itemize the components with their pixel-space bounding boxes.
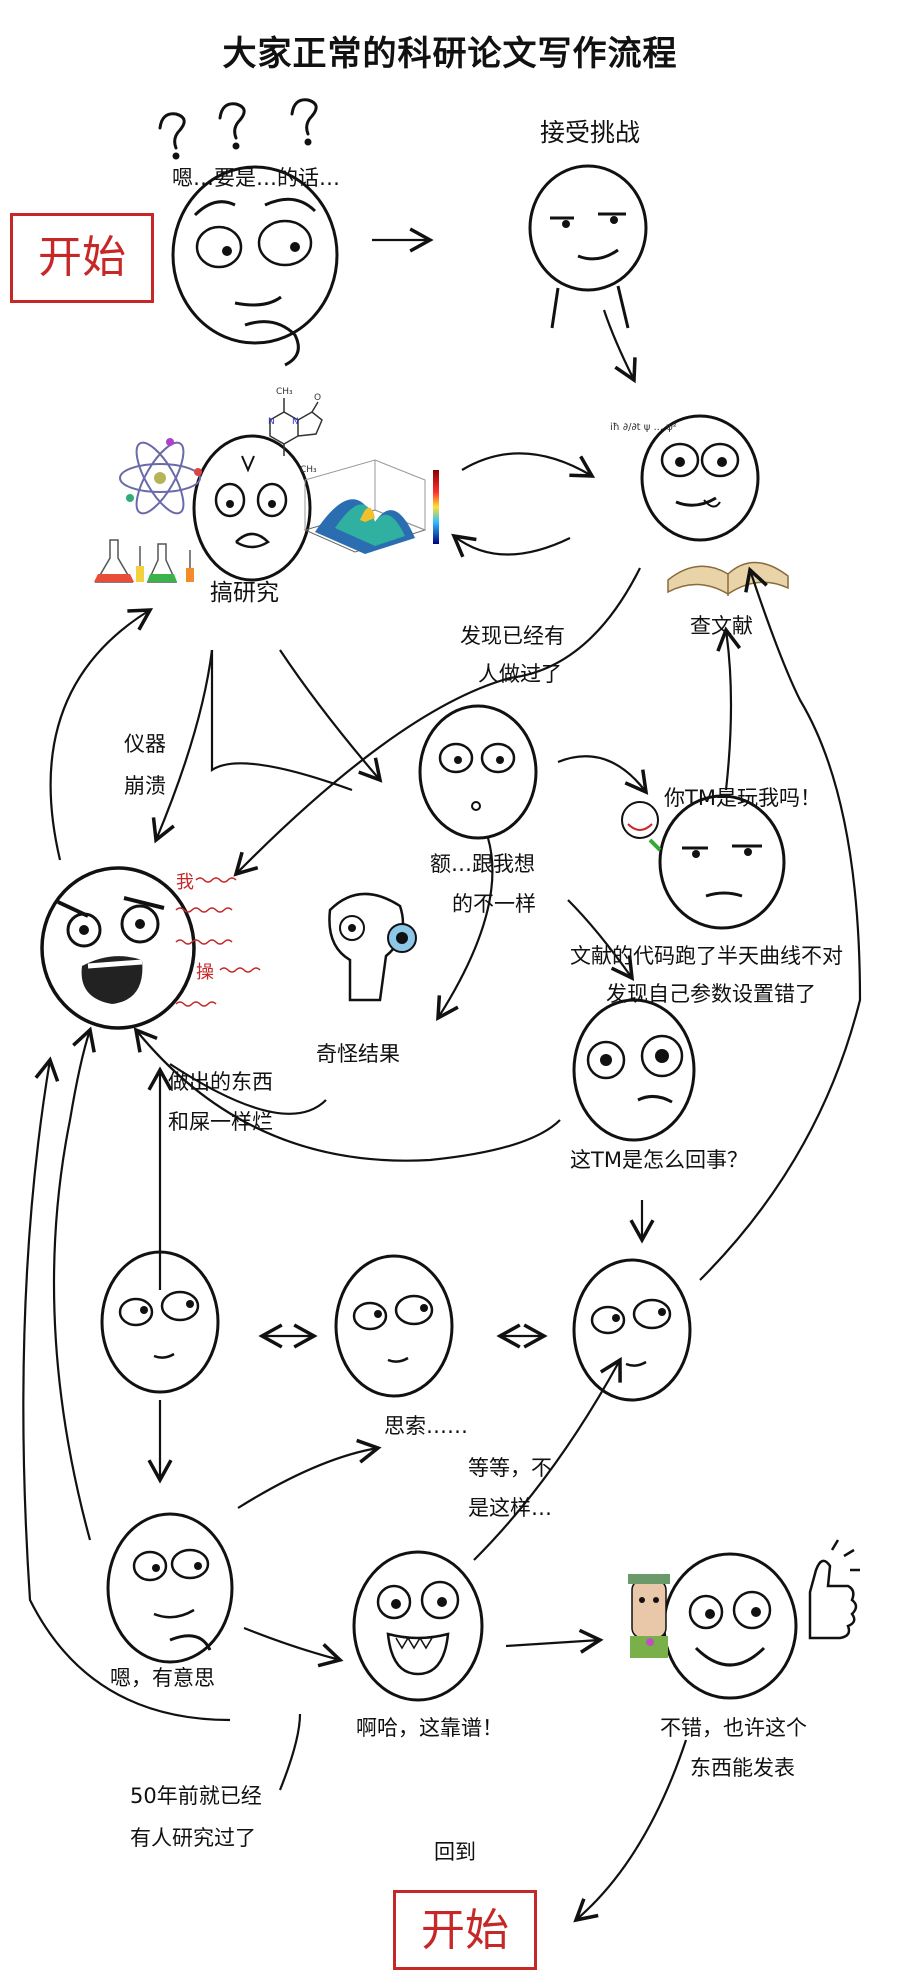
flow-arrows <box>22 227 862 1923</box>
surface-plot-icon <box>303 459 439 554</box>
label-rage-cao: 操 <box>196 962 214 983</box>
start-box-bottom: 开始 <box>393 1890 537 1970</box>
label-not-bad-2: 东西能发表 <box>690 1756 795 1780</box>
label-accept-challenge: 接受挑战 <box>540 118 641 147</box>
excited-face-icon <box>352 1550 484 1702</box>
open-book-icon <box>667 561 789 596</box>
label-crap-1: 做出的东西 <box>168 1070 273 1094</box>
pondering-face-left-icon <box>100 1250 220 1394</box>
challenge-accepted-face-icon <box>528 164 648 329</box>
happy-face-icon <box>662 1552 798 1700</box>
atom-icon <box>119 438 202 515</box>
label-found-done-2: 人做过了 <box>478 662 562 686</box>
shocked-face-icon <box>572 998 696 1142</box>
label-not-expected-2: 的不一样 <box>452 892 536 916</box>
formula-icon: iħ ∂/∂t ψ ... ψ² <box>610 422 677 433</box>
label-hmm-if: 嗯…要是…的话… <box>172 166 340 190</box>
label-interesting: 嗯，有意思 <box>110 1666 215 1690</box>
research-face-icon <box>192 434 312 582</box>
page-title: 大家正常的科研论文写作流程 <box>222 34 678 74</box>
start-label-bottom: 开始 <box>421 1905 509 1956</box>
thumbs-up-icon <box>808 1539 860 1640</box>
interested-face-icon <box>106 1512 234 1664</box>
label-weird-result: 奇怪结果 <box>316 1042 400 1066</box>
svg-text:O: O <box>314 393 321 403</box>
label-crap-2: 和屎一样烂 <box>168 1110 273 1134</box>
molecule-icon: CH₃ O N N CH₃ <box>268 387 323 475</box>
svg-text:CH₃: CH₃ <box>300 465 317 475</box>
svg-text:N: N <box>268 417 275 427</box>
label-code-curve: 文献的代码跑了半天曲线不对 <box>570 944 843 968</box>
label-wait-no-2: 是这样… <box>468 1496 552 1520</box>
label-return: 回到 <box>434 1840 476 1864</box>
label-crash: 崩溃 <box>124 774 166 798</box>
weird-result-creature-icon <box>328 892 417 1002</box>
pondering-face-middle-icon <box>334 1254 454 1398</box>
label-rage-wo: 我 <box>176 872 194 893</box>
svg-text:N: N <box>292 417 299 427</box>
troll-face-icon <box>621 801 662 852</box>
label-fifty-years-1: 50年前就已经 <box>130 1784 262 1808</box>
start-label-top: 开始 <box>38 232 126 283</box>
question-marks-icon <box>158 98 318 160</box>
smug-face-icon <box>640 414 760 542</box>
rage-face-icon <box>40 866 196 1030</box>
label-thinking: 思索…… <box>384 1414 468 1438</box>
label-wait-no-1: 等等，不 <box>468 1456 552 1480</box>
pondering-face-right-icon <box>572 1258 692 1402</box>
label-not-expected-1: 额…跟我想 <box>430 852 535 876</box>
label-instrument: 仪器 <box>124 732 166 756</box>
label-found-done-1: 发现已经有 <box>460 624 565 648</box>
label-reliable: 啊哈，这靠谱！ <box>356 1716 503 1740</box>
label-kidding-me: 你TM是玩我吗！ <box>664 786 821 810</box>
svg-text:CH₃: CH₃ <box>276 387 293 397</box>
confused-face-icon <box>418 704 538 840</box>
flasks-icon <box>94 539 194 583</box>
label-not-bad-1: 不错，也许这个 <box>660 1716 807 1740</box>
label-do-research: 搞研究 <box>210 580 279 606</box>
rage-squiggles <box>175 877 261 1007</box>
label-check-literature: 查文献 <box>690 614 753 638</box>
annoyed-face-icon <box>658 794 786 930</box>
start-box-top: 开始 <box>10 213 154 303</box>
label-fifty-years-2: 有人研究过了 <box>130 1826 256 1850</box>
label-param-wrong: 发现自己参数设置错了 <box>606 982 816 1006</box>
thinking-face-icon <box>171 165 339 367</box>
label-what-happened: 这TM是怎么回事？ <box>570 1148 748 1172</box>
old-man-icon <box>628 1574 670 1658</box>
